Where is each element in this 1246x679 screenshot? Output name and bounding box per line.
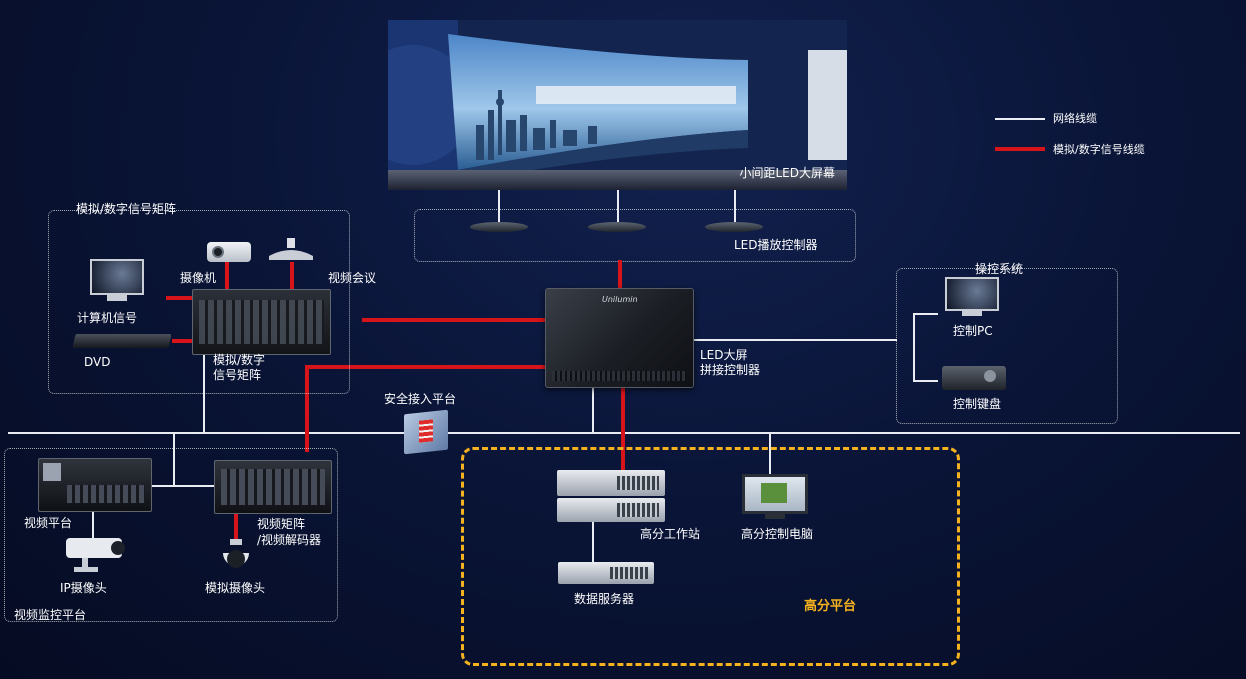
link-vconf-matrix — [290, 262, 294, 290]
legend-signal-line — [995, 147, 1045, 151]
data-server-device — [558, 562, 654, 584]
led-controller-device-1 — [470, 222, 528, 232]
hd-platform-group — [461, 447, 960, 666]
video-platform-label: 视频平台 — [24, 516, 73, 530]
link-screen-controller-1 — [498, 190, 500, 222]
led-screen-label: 小间距LED大屏幕 — [739, 166, 835, 180]
matrix-group — [48, 210, 350, 394]
hd-control-pc-monitor — [742, 474, 808, 514]
signal-matrix-label-line1: 模拟/数字 — [213, 353, 266, 367]
video-conference-label: 视频会议 — [328, 271, 377, 285]
legend-signal-label: 模拟/数字信号线缆 — [1053, 143, 1145, 156]
security-platform-device — [404, 409, 448, 455]
legend-network-label: 网络线缆 — [1053, 112, 1097, 125]
link-splicer-bus — [592, 385, 594, 433]
link-dvd-matrix — [172, 339, 194, 343]
control-bracket-bottom — [913, 380, 938, 382]
link-screen-controller-3 — [734, 190, 736, 222]
security-platform-label: 安全接入平台 — [384, 392, 457, 406]
link-splicer-workstation — [621, 385, 625, 470]
hd-platform-title: 高分平台 — [804, 599, 857, 614]
video-conference-device — [269, 238, 313, 260]
control-bracket-v — [913, 313, 915, 381]
link-matrix-bus — [203, 352, 205, 432]
control-keyboard-device — [942, 366, 1006, 390]
hd-control-pc-stand — [765, 514, 785, 519]
computer-stand — [107, 295, 127, 301]
led-controller-group — [414, 209, 856, 262]
control-keyboard-label: 控制键盘 — [953, 397, 1002, 411]
hd-workstation-device-bottom — [557, 498, 665, 522]
link-camera-matrix — [225, 262, 229, 290]
matrix-group-title: 模拟/数字信号矩阵 — [76, 202, 177, 216]
ip-camera-device — [66, 538, 125, 572]
control-bracket-top — [913, 313, 938, 315]
link-platform-ipcam — [92, 510, 94, 538]
legend-network-line — [995, 118, 1045, 120]
link-matrix-splicer — [362, 318, 546, 322]
splicer-label-line1: LED大屏 — [700, 348, 748, 362]
analog-camera-label: 模拟摄像头 — [205, 581, 266, 595]
led-controller-label: LED播放控制器 — [734, 238, 818, 252]
splicer-label-line2: 拼接控制器 — [700, 363, 761, 377]
hd-control-pc-label: 高分控制电脑 — [741, 527, 814, 541]
control-system-group — [896, 268, 1118, 424]
video-matrix-label-line1: 视频矩阵 — [257, 517, 306, 531]
computer-monitor — [90, 259, 144, 295]
link-controller-splicer — [618, 260, 622, 292]
splicer-controller: Unilumin — [545, 288, 694, 388]
link-videomatrix-splicer-h — [305, 365, 546, 369]
hd-workstation-device-top — [557, 470, 665, 496]
control-system-title: 操控系统 — [975, 262, 1024, 276]
link-platform-videomatrix — [150, 485, 216, 487]
control-pc-label: 控制PC — [953, 324, 993, 338]
signal-matrix-device — [192, 289, 331, 355]
led-controller-device-3 — [705, 222, 763, 232]
link-splicer-control — [692, 339, 897, 341]
control-pc-monitor — [945, 277, 999, 311]
link-bus-hdpc — [769, 433, 771, 475]
camera-label: 摄像机 — [180, 271, 217, 285]
video-matrix-label-line2: /视频解码器 — [257, 533, 322, 547]
video-platform-device — [38, 458, 152, 512]
ip-camera-label: IP摄像头 — [60, 581, 107, 595]
led-screen-illustration — [388, 20, 847, 190]
led-controller-device-2 — [588, 222, 646, 232]
computer-label: 计算机信号 — [77, 311, 138, 325]
link-workstation-server — [592, 522, 594, 562]
link-videomatrix-analogcam — [234, 512, 238, 540]
signal-matrix-label-line2: 信号矩阵 — [213, 368, 262, 382]
data-server-label: 数据服务器 — [574, 592, 635, 606]
monitor-group — [4, 448, 338, 622]
camera-device — [207, 242, 251, 262]
hd-workstation-label: 高分工作站 — [640, 527, 701, 541]
dvd-label: DVD — [84, 355, 111, 369]
dvd-player — [72, 334, 172, 348]
video-matrix-device — [214, 460, 332, 514]
link-computer-matrix — [166, 296, 194, 300]
led-screen-panel: 小间距LED大屏幕 — [388, 20, 847, 190]
splicer-brand: Unilumin — [602, 295, 638, 304]
analog-camera-device — [223, 539, 249, 568]
link-videomatrix-splicer-v — [305, 367, 309, 452]
control-pc-stand — [962, 311, 982, 316]
link-screen-controller-2 — [617, 190, 619, 222]
monitor-group-title: 视频监控平台 — [14, 608, 87, 622]
link-bus-monitor — [173, 433, 175, 485]
